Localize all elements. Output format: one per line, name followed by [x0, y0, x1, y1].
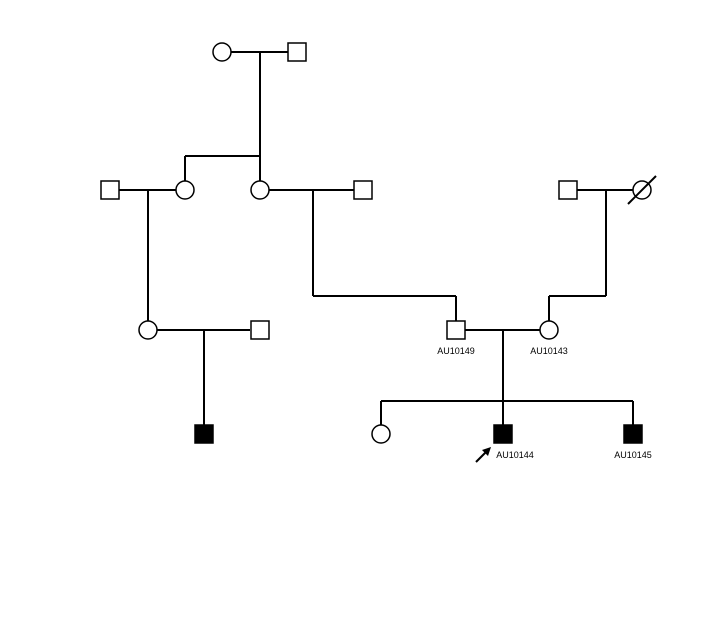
individual-id-label: AU10144 [496, 450, 534, 460]
individual-id-label: AU10149 [437, 346, 475, 356]
male-symbol-gen3-father [446, 320, 466, 340]
proband-arrow-icon [475, 447, 491, 463]
male-symbol-gen2-spouse-male-left [100, 180, 120, 200]
male-symbol-gen2-spouse-male-right [353, 180, 373, 200]
female-symbol-gen4-daughter [371, 424, 391, 444]
female-symbol-gen3-female-left [138, 320, 158, 340]
female-symbol-gen2-daughter-1 [175, 180, 195, 200]
individual-id-label: AU10143 [530, 346, 568, 356]
female-symbol-gen3-mother [539, 320, 559, 340]
male-symbol-gen4-affected-male-left [194, 424, 214, 444]
female-symbol-gen2-daughter-2 [250, 180, 270, 200]
female-symbol-gen1-female [212, 42, 232, 62]
pedigree-symbols [100, 42, 657, 444]
male-symbol-gen4-son [623, 424, 643, 444]
male-symbol-gen3-spouse-male-left [250, 320, 270, 340]
deceased-slash-gen2-maternal-grandmother [627, 175, 657, 205]
individual-id-label: AU10145 [614, 450, 652, 460]
pedigree-lines [119, 51, 634, 425]
male-symbol-gen2-maternal-grandfather [558, 180, 578, 200]
male-symbol-gen1-male [287, 42, 307, 62]
male-symbol-gen4-proband [493, 424, 513, 444]
